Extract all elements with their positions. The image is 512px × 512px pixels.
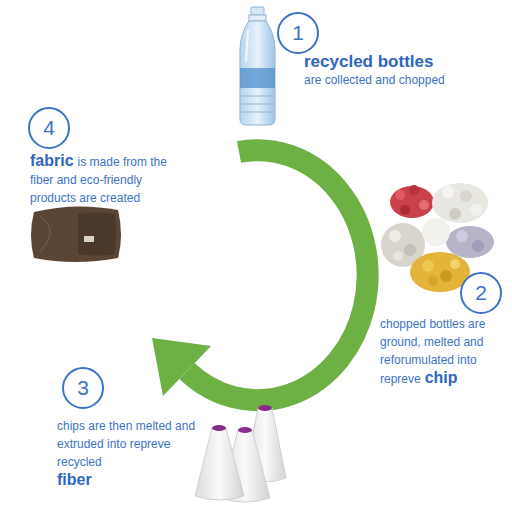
step-text: fabricis made from the fiber and eco-fri… <box>30 151 190 206</box>
step-title: fabric <box>30 152 74 169</box>
step-title: chip <box>425 369 458 386</box>
step-circle: 4fabricis made from the fiber and eco-fr… <box>28 107 70 149</box>
step-circle: 1recycled bottlesare collected and chopp… <box>277 12 319 54</box>
step-circle: 2chopped bottles are ground, melted and … <box>460 272 502 314</box>
step-description: chips are then melted and extruded into … <box>57 419 195 469</box>
step-description: are collected and chopped <box>304 72 504 88</box>
step-circle: 3chips are then melted and extruded into… <box>62 367 104 409</box>
step-text: recycled bottlesare collected and choppe… <box>304 52 504 88</box>
step-text: chips are then melted and extruded into … <box>57 416 197 489</box>
cycle-arrow <box>152 150 368 400</box>
step-text: chopped bottles are ground, melted and r… <box>380 314 506 387</box>
step-title: recycled bottles <box>304 52 504 72</box>
pillow-picture <box>31 206 121 262</box>
callout-number: 4 <box>30 109 68 147</box>
bottle-picture <box>240 7 275 125</box>
callout-number: 1 <box>279 14 317 52</box>
callout-number: 3 <box>64 369 102 407</box>
callout-number: 2 <box>462 274 500 312</box>
step-title: fiber <box>57 470 197 489</box>
fiber-spools-picture <box>195 405 286 502</box>
